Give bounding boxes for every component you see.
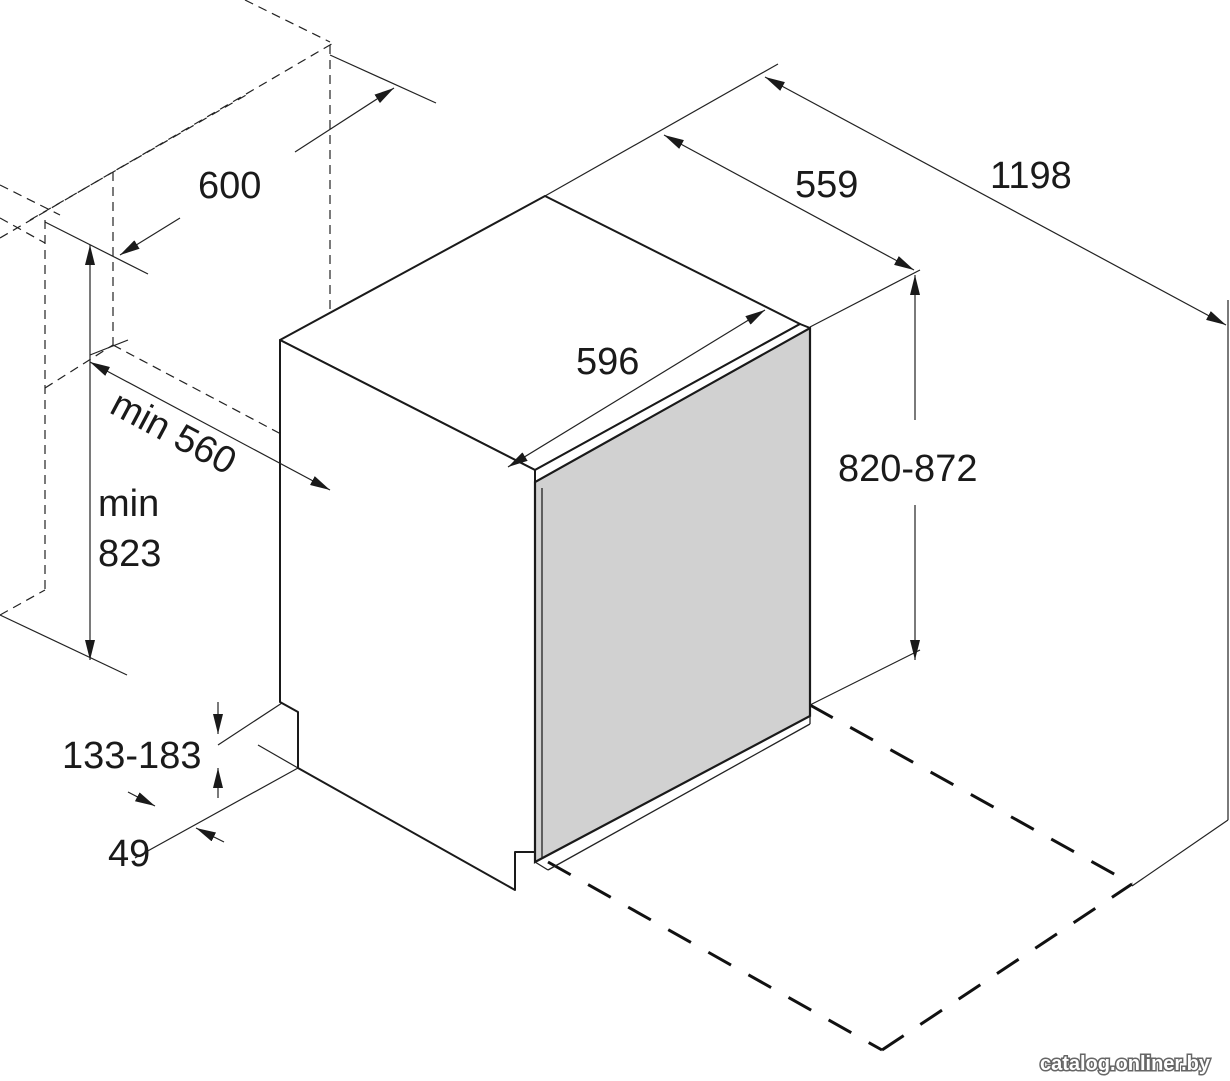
niche-height-label-line1: min [98,483,159,525]
niche-width-label: min 560 [104,383,243,484]
plinth-depth-label: 49 [108,833,150,875]
door-open-footprint [547,703,1133,1052]
watermark-outline: catalog.onliner.by [1040,1053,1211,1075]
plinth-height-label: 133-183 [62,735,201,777]
dimension-lines [85,76,1227,843]
height-label: 820-872 [838,448,977,490]
watermark: catalog.onliner.by [1040,1053,1211,1075]
niche-height-label-line2: 823 [98,533,161,575]
total-open-depth-label: 1198 [990,155,1072,197]
depth-label: 559 [795,164,858,206]
cabinet-depth-label: 600 [198,165,261,207]
width-label: 596 [576,341,639,383]
